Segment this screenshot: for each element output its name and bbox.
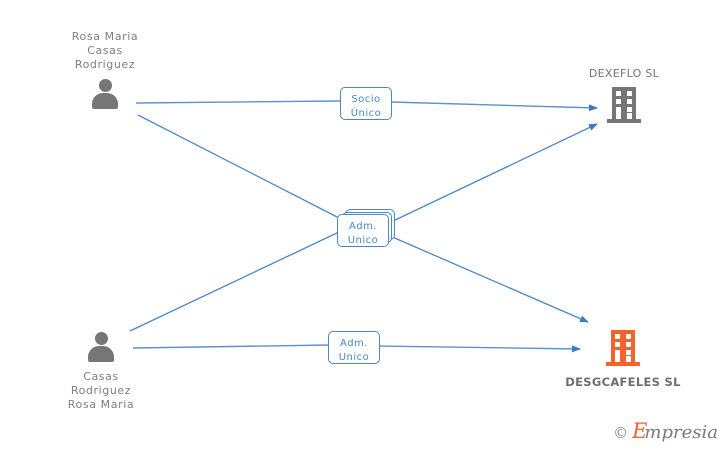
person-node-rosa-maria-casas-rodriguez[interactable]: Rosa Maria Casas Rodriguez <box>45 30 165 109</box>
building-icon <box>607 87 641 123</box>
building-window <box>627 91 632 96</box>
building-window <box>627 113 632 119</box>
building-window <box>616 107 621 112</box>
edge-casas-to-adm-middle <box>129 231 340 332</box>
building-window <box>626 356 631 362</box>
building-door <box>616 110 621 119</box>
company-node-dexeflo-sl[interactable]: DEXEFLO SL <box>549 66 699 123</box>
building-base <box>607 119 641 123</box>
building-window <box>627 107 632 112</box>
person-label: Rosa Maria Casas Rodriguez <box>71 30 139 71</box>
brand-initial: E <box>632 419 648 443</box>
edge-rosa-to-dexeflo-a <box>135 100 341 104</box>
person-body <box>88 346 114 362</box>
building-icon <box>606 330 640 366</box>
building-window <box>616 99 621 104</box>
building-window <box>627 99 632 104</box>
person-label: Casas Rodriguez Rosa Maria <box>67 370 135 411</box>
person-head <box>99 79 112 92</box>
copyright-icon: © <box>613 424 629 442</box>
person-icon <box>84 332 118 362</box>
building-base <box>606 362 640 366</box>
building-window <box>615 334 620 339</box>
building-door <box>615 353 620 362</box>
person-head <box>95 332 108 345</box>
building-window <box>626 350 631 355</box>
relation-label-socio-unico-top[interactable]: Socio Único <box>340 87 392 120</box>
relation-label-adm-unico-middle[interactable]: Adm. Unico <box>337 214 389 247</box>
company-label: DESGCAFELES SL <box>565 375 681 389</box>
relation-label-adm-unico-bottom[interactable]: Adm. Unico <box>328 331 380 364</box>
company-node-desgcafeles-sl[interactable]: DESGCAFELES SL <box>548 330 698 390</box>
building-window <box>626 342 631 347</box>
edge-adm-middle-to-dexeflo <box>390 123 598 223</box>
brand-name: mpresia <box>644 422 718 443</box>
edge-adm-middle-to-desgcafeles <box>389 235 589 323</box>
empresia-watermark: © E mpresia <box>613 419 718 443</box>
building-window <box>616 91 621 96</box>
edge-casas-to-desgcafeles-b <box>376 345 581 353</box>
edge-rosa-to-dexeflo-b <box>390 101 598 112</box>
person-icon <box>88 79 122 109</box>
person-body <box>92 93 118 109</box>
building-window <box>615 350 620 355</box>
company-label: DEXEFLO SL <box>588 67 660 80</box>
person-node-casas-rodriguez-rosa-maria[interactable]: Casas Rodriguez Rosa Maria <box>41 332 161 412</box>
edge-rosa-to-adm-middle <box>137 114 342 220</box>
building-window <box>615 342 620 347</box>
building-window <box>626 334 631 339</box>
edge-casas-to-desgcafeles-a <box>132 344 330 349</box>
